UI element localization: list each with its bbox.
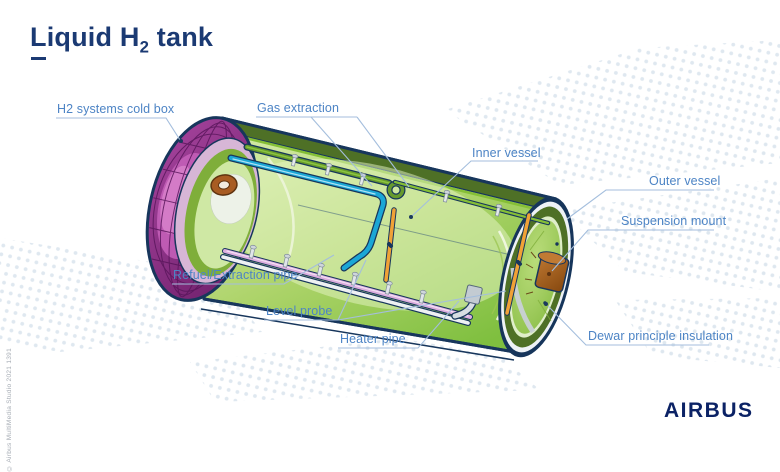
label-heater-pipe: Heater pipe xyxy=(340,332,406,346)
page-title-prefix: Liquid H xyxy=(30,22,140,52)
airbus-logo: AIRBUS xyxy=(664,399,754,422)
label-outer-vessel: Outer vessel xyxy=(649,174,721,188)
support-pins xyxy=(290,154,503,217)
label-dewar-principle-insulation: Dewar principle insulation xyxy=(588,329,734,343)
blue-extraction-pipe xyxy=(227,154,387,272)
label-suspension-mount: Suspension mount xyxy=(621,214,727,228)
leader-gas-extraction-1 xyxy=(310,116,373,187)
leader-level-probe-2 xyxy=(337,290,507,321)
label-level-probe: Level probe xyxy=(266,304,333,318)
label-h2-systems-cold-box: H2 systems cold box xyxy=(57,102,175,116)
leader-suspension-mount xyxy=(551,229,714,272)
leader-dewar xyxy=(547,305,709,346)
suspension-mount-part xyxy=(524,251,570,295)
tank-diagram-canvas xyxy=(0,40,780,402)
leader-gas-extraction-2 xyxy=(356,116,410,188)
cold-box-valve xyxy=(210,174,238,196)
page-title-subscript: 2 xyxy=(139,37,150,57)
page-title-suffix: tank xyxy=(149,22,214,52)
tank-cutaway-illustration xyxy=(139,116,574,361)
heater-pipe-part xyxy=(451,284,483,320)
leader-cold-box xyxy=(56,117,181,141)
title-underline xyxy=(31,57,46,60)
slide: Liquid H2 tank H2 systems cold box Gas e… xyxy=(0,22,780,472)
leader-heater-pipe xyxy=(338,300,460,349)
leader-outer-vessel xyxy=(566,189,714,220)
leader-lines xyxy=(56,116,714,349)
label-inner-vessel: Inner vessel xyxy=(472,146,541,160)
level-probe-rods xyxy=(383,207,532,316)
label-gas-extraction: Gas extraction xyxy=(257,101,339,115)
credit-line: © Airbus MultiMedia Studio 2021 1391 xyxy=(6,348,13,472)
pipe-brackets xyxy=(248,244,427,304)
page-title: Liquid H2 tank xyxy=(30,22,214,57)
refuel-extraction-pipe-part xyxy=(220,248,473,326)
leader-refuel-pipe xyxy=(172,254,335,285)
label-refuel-extraction-pipe: Refuel/Extraction pipe xyxy=(173,268,298,282)
leader-end-dots xyxy=(179,139,548,306)
halftone-dot-background xyxy=(0,40,780,402)
leader-inner-vessel xyxy=(411,160,538,217)
leader-level-probe-1 xyxy=(337,259,367,321)
